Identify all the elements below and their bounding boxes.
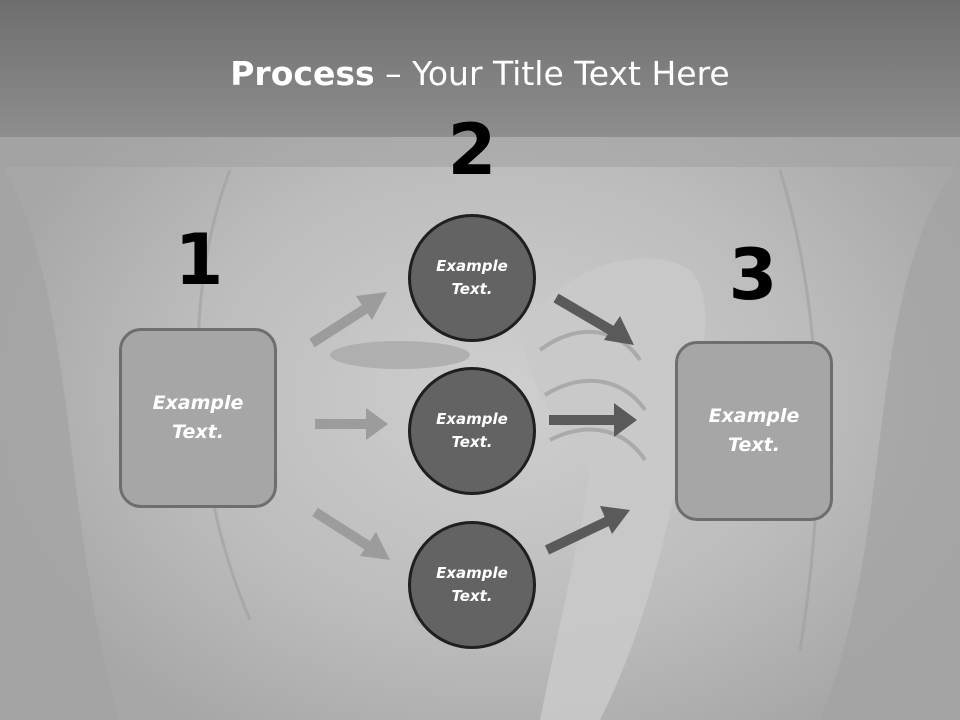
step-1-label: Example Text. xyxy=(152,392,244,443)
arrow-top-to-3 xyxy=(553,293,634,345)
step-3-label: Example Text. xyxy=(708,405,800,456)
step-2-node-middle: Example Text. xyxy=(408,367,536,495)
arrow-bottom-to-3 xyxy=(544,506,630,555)
node-bottom-label: Example Text. xyxy=(436,564,508,605)
step-1-box: Example Text. xyxy=(119,328,277,508)
node-middle-label: Example Text. xyxy=(436,410,508,451)
step-number-2: 2 xyxy=(447,109,497,191)
header-band xyxy=(0,137,960,167)
arrow-1-to-middle xyxy=(315,408,388,440)
step-number-3: 3 xyxy=(728,234,778,316)
step-number-1: 1 xyxy=(174,219,224,301)
arrow-middle-to-3 xyxy=(549,403,637,437)
node-top-label: Example Text. xyxy=(436,257,508,298)
title-rest: – Your Title Text Here xyxy=(374,54,730,93)
step-2-node-top: Example Text. xyxy=(408,214,536,342)
slide-title: Process – Your Title Text Here xyxy=(0,52,960,96)
arrow-1-to-top xyxy=(309,292,387,348)
step-2-node-bottom: Example Text. xyxy=(408,521,536,649)
header-bar xyxy=(0,0,960,137)
title-bold: Process xyxy=(230,54,375,93)
arrow-1-to-bottom xyxy=(312,507,390,560)
step-3-box: Example Text. xyxy=(675,341,833,521)
